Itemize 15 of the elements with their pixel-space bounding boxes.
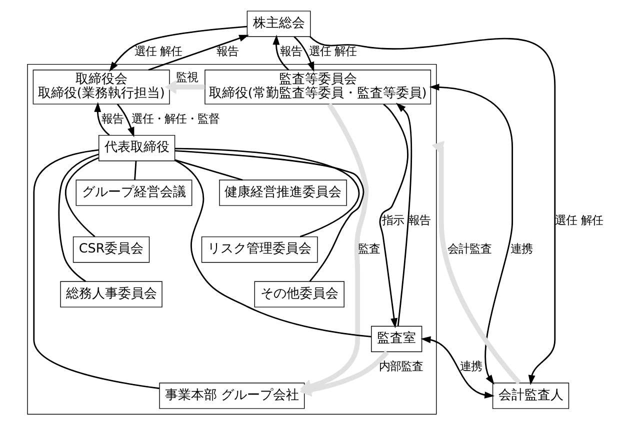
edge-label: 監視 bbox=[176, 70, 198, 84]
edge-label: 内部監査 bbox=[378, 359, 423, 374]
edge-label: 連携 bbox=[460, 359, 482, 374]
edge-label: 選任 解任 bbox=[555, 212, 603, 227]
edge-label: 指示 bbox=[382, 212, 404, 227]
edge-label: 報告 bbox=[280, 44, 302, 58]
edge-label: 会計監査 bbox=[448, 241, 492, 256]
edge-label: 連携 bbox=[510, 241, 533, 256]
edge-label: 選任 解任 bbox=[308, 44, 357, 58]
edge-label: 報告 bbox=[216, 44, 239, 58]
edge-label: 報告 bbox=[102, 111, 124, 126]
edge-label: 監査 bbox=[358, 241, 380, 256]
edge-label: 選任 解任 bbox=[134, 44, 182, 58]
edge-label: 報告 bbox=[408, 212, 430, 227]
edge-label: 選任・解任・監督 bbox=[132, 111, 220, 126]
